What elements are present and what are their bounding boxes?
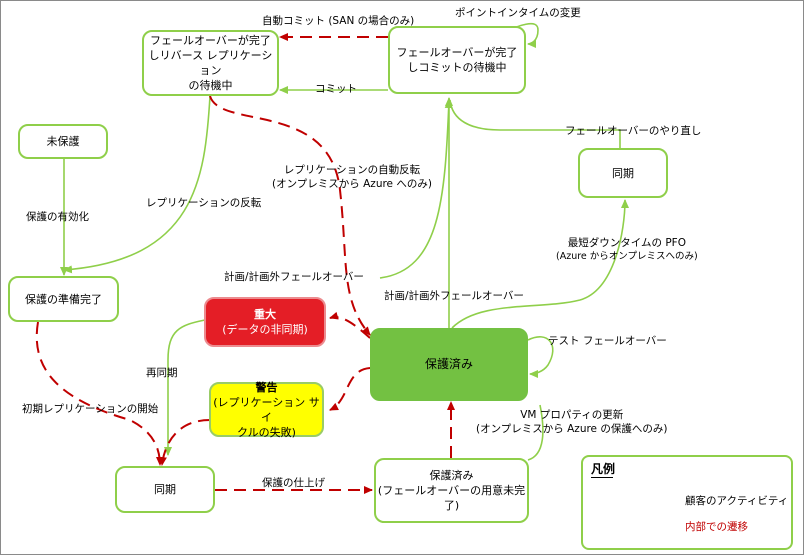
- label-finalize-protection: 保護の仕上げ: [262, 477, 325, 489]
- arrow-warning-to-sync: [158, 419, 211, 466]
- arrow-vm-property: [527, 404, 544, 461]
- node-protected: 保護済み: [370, 328, 528, 401]
- legend-internal-transition: 内部での遷移: [685, 521, 748, 533]
- arrow-min-downtime: [451, 199, 629, 329]
- label-enable-protection: 保護の有効化: [26, 211, 89, 223]
- label-point-in-time: ポイントインタイムの変更: [455, 7, 581, 19]
- label-commit: コミット: [315, 83, 357, 95]
- label-planned-failover-left: 計画/計画外フェールオーバー: [224, 271, 364, 283]
- legend-title: 凡例: [591, 462, 616, 476]
- legend-box: 凡例 顧客のアクティビティ 内部での遷移: [581, 455, 793, 550]
- legend-title-underline: [591, 477, 613, 478]
- node-prep-complete: 保護の準備完了: [8, 276, 119, 322]
- arrow-test-failover: [527, 336, 554, 378]
- node-unprotected: 未保護: [18, 124, 108, 159]
- label-vm-property-update: VM プロパティの更新(オンプレミスから Azure の保護へのみ): [476, 409, 668, 435]
- label-planned-failover-right: 計画/計画外フェールオーバー: [384, 290, 524, 302]
- arrow-to-warning: [329, 367, 371, 411]
- node-protected-pending: 保護済み(フェールオーバーの用意未完了): [374, 458, 529, 523]
- label-failover-retry: フェールオーバーのやり直し: [565, 125, 702, 137]
- node-failover-complete-commit: フェールオーバーが完了しコミットの待機中: [388, 26, 526, 94]
- node-warning: 警告(レプリケーション サイクルの失敗): [209, 381, 324, 439]
- node-sync-top: 同期: [578, 148, 668, 198]
- arrow-initial-replication: [35, 321, 164, 466]
- arrow-planned-failover-left: [379, 99, 453, 279]
- label-auto-commit: 自動コミット (SAN の場合のみ): [262, 15, 415, 27]
- arrow-to-critical: [329, 311, 371, 339]
- label-min-downtime-pfo: 最短ダウンタイムの PFO(Azure からオンプレミスへのみ): [556, 237, 698, 262]
- arrow-failover-retry: [449, 99, 621, 148]
- label-test-failover: テスト フェールオーバー: [548, 335, 667, 347]
- legend-customer-activity: 顧客のアクティビティ: [685, 495, 789, 507]
- node-critical: 重大(データの非同期): [204, 297, 326, 347]
- arrow-critical-resync: [164, 319, 206, 456]
- label-resync: 再同期: [146, 367, 178, 379]
- label-auto-reverse: レプリケーションの自動反転(オンプレミスから Azure へのみ): [272, 164, 432, 190]
- node-failover-complete-reverse: フェールオーバーが完了しリバース レプリケーションの待機中: [142, 30, 279, 96]
- label-initial-replication: 初期レプリケーションの開始: [22, 403, 159, 415]
- arrow-reverse-replication: [63, 95, 211, 274]
- node-sync-bottom: 同期: [115, 466, 215, 513]
- label-reverse-replication: レプリケーションの反転: [146, 197, 262, 209]
